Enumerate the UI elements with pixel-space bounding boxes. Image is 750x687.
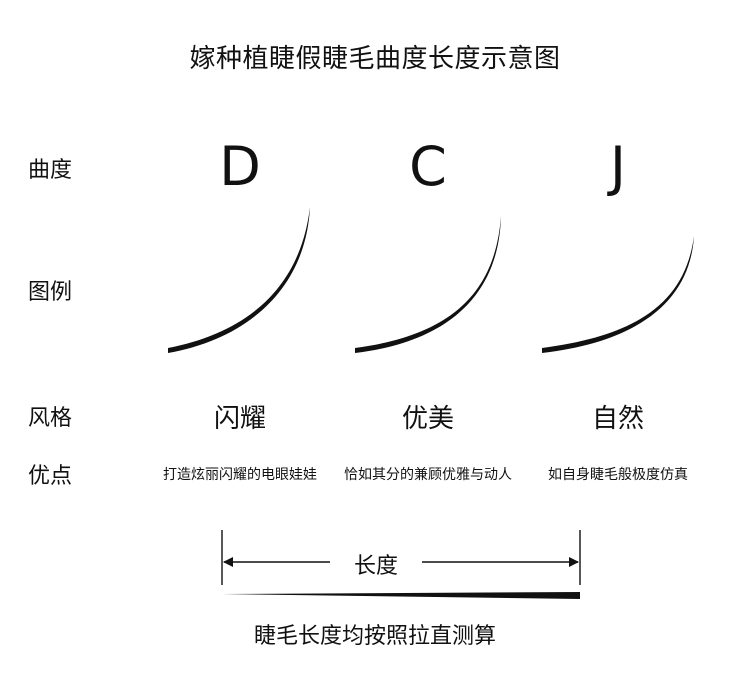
lash-curve-j: [542, 236, 694, 353]
diagram-title: 嫁种植睫假睫毛曲度长度示意图: [189, 44, 561, 74]
curl-letter-c: C: [409, 135, 447, 198]
row-label-example: 图例: [28, 280, 73, 305]
row-label-advantage: 优点: [28, 464, 73, 489]
advantage-text-d: 打造炫丽闪耀的电眼娃娃: [163, 467, 317, 483]
row-label-curl: 曲度: [28, 158, 73, 183]
style-word-j: 自然: [591, 404, 644, 434]
row-label-style: 风格: [28, 406, 73, 431]
curl-letter-j: J: [610, 135, 626, 198]
style-word-c: 优美: [401, 404, 454, 434]
length-label: 长度: [330, 548, 422, 580]
lash-curve-c: [355, 216, 501, 353]
advantage-text-c: 恰如其分的兼顾优雅与动人: [344, 467, 512, 483]
footnote: 睫毛长度均按照拉直测算: [253, 624, 496, 649]
advantage-text-j: 如自身睫毛般极度仿真: [548, 467, 688, 483]
straight-lash-bar: [222, 592, 580, 599]
style-word-d: 闪耀: [213, 404, 266, 434]
curl-letter-d: D: [219, 135, 261, 198]
lash-curve-d: [168, 207, 310, 353]
